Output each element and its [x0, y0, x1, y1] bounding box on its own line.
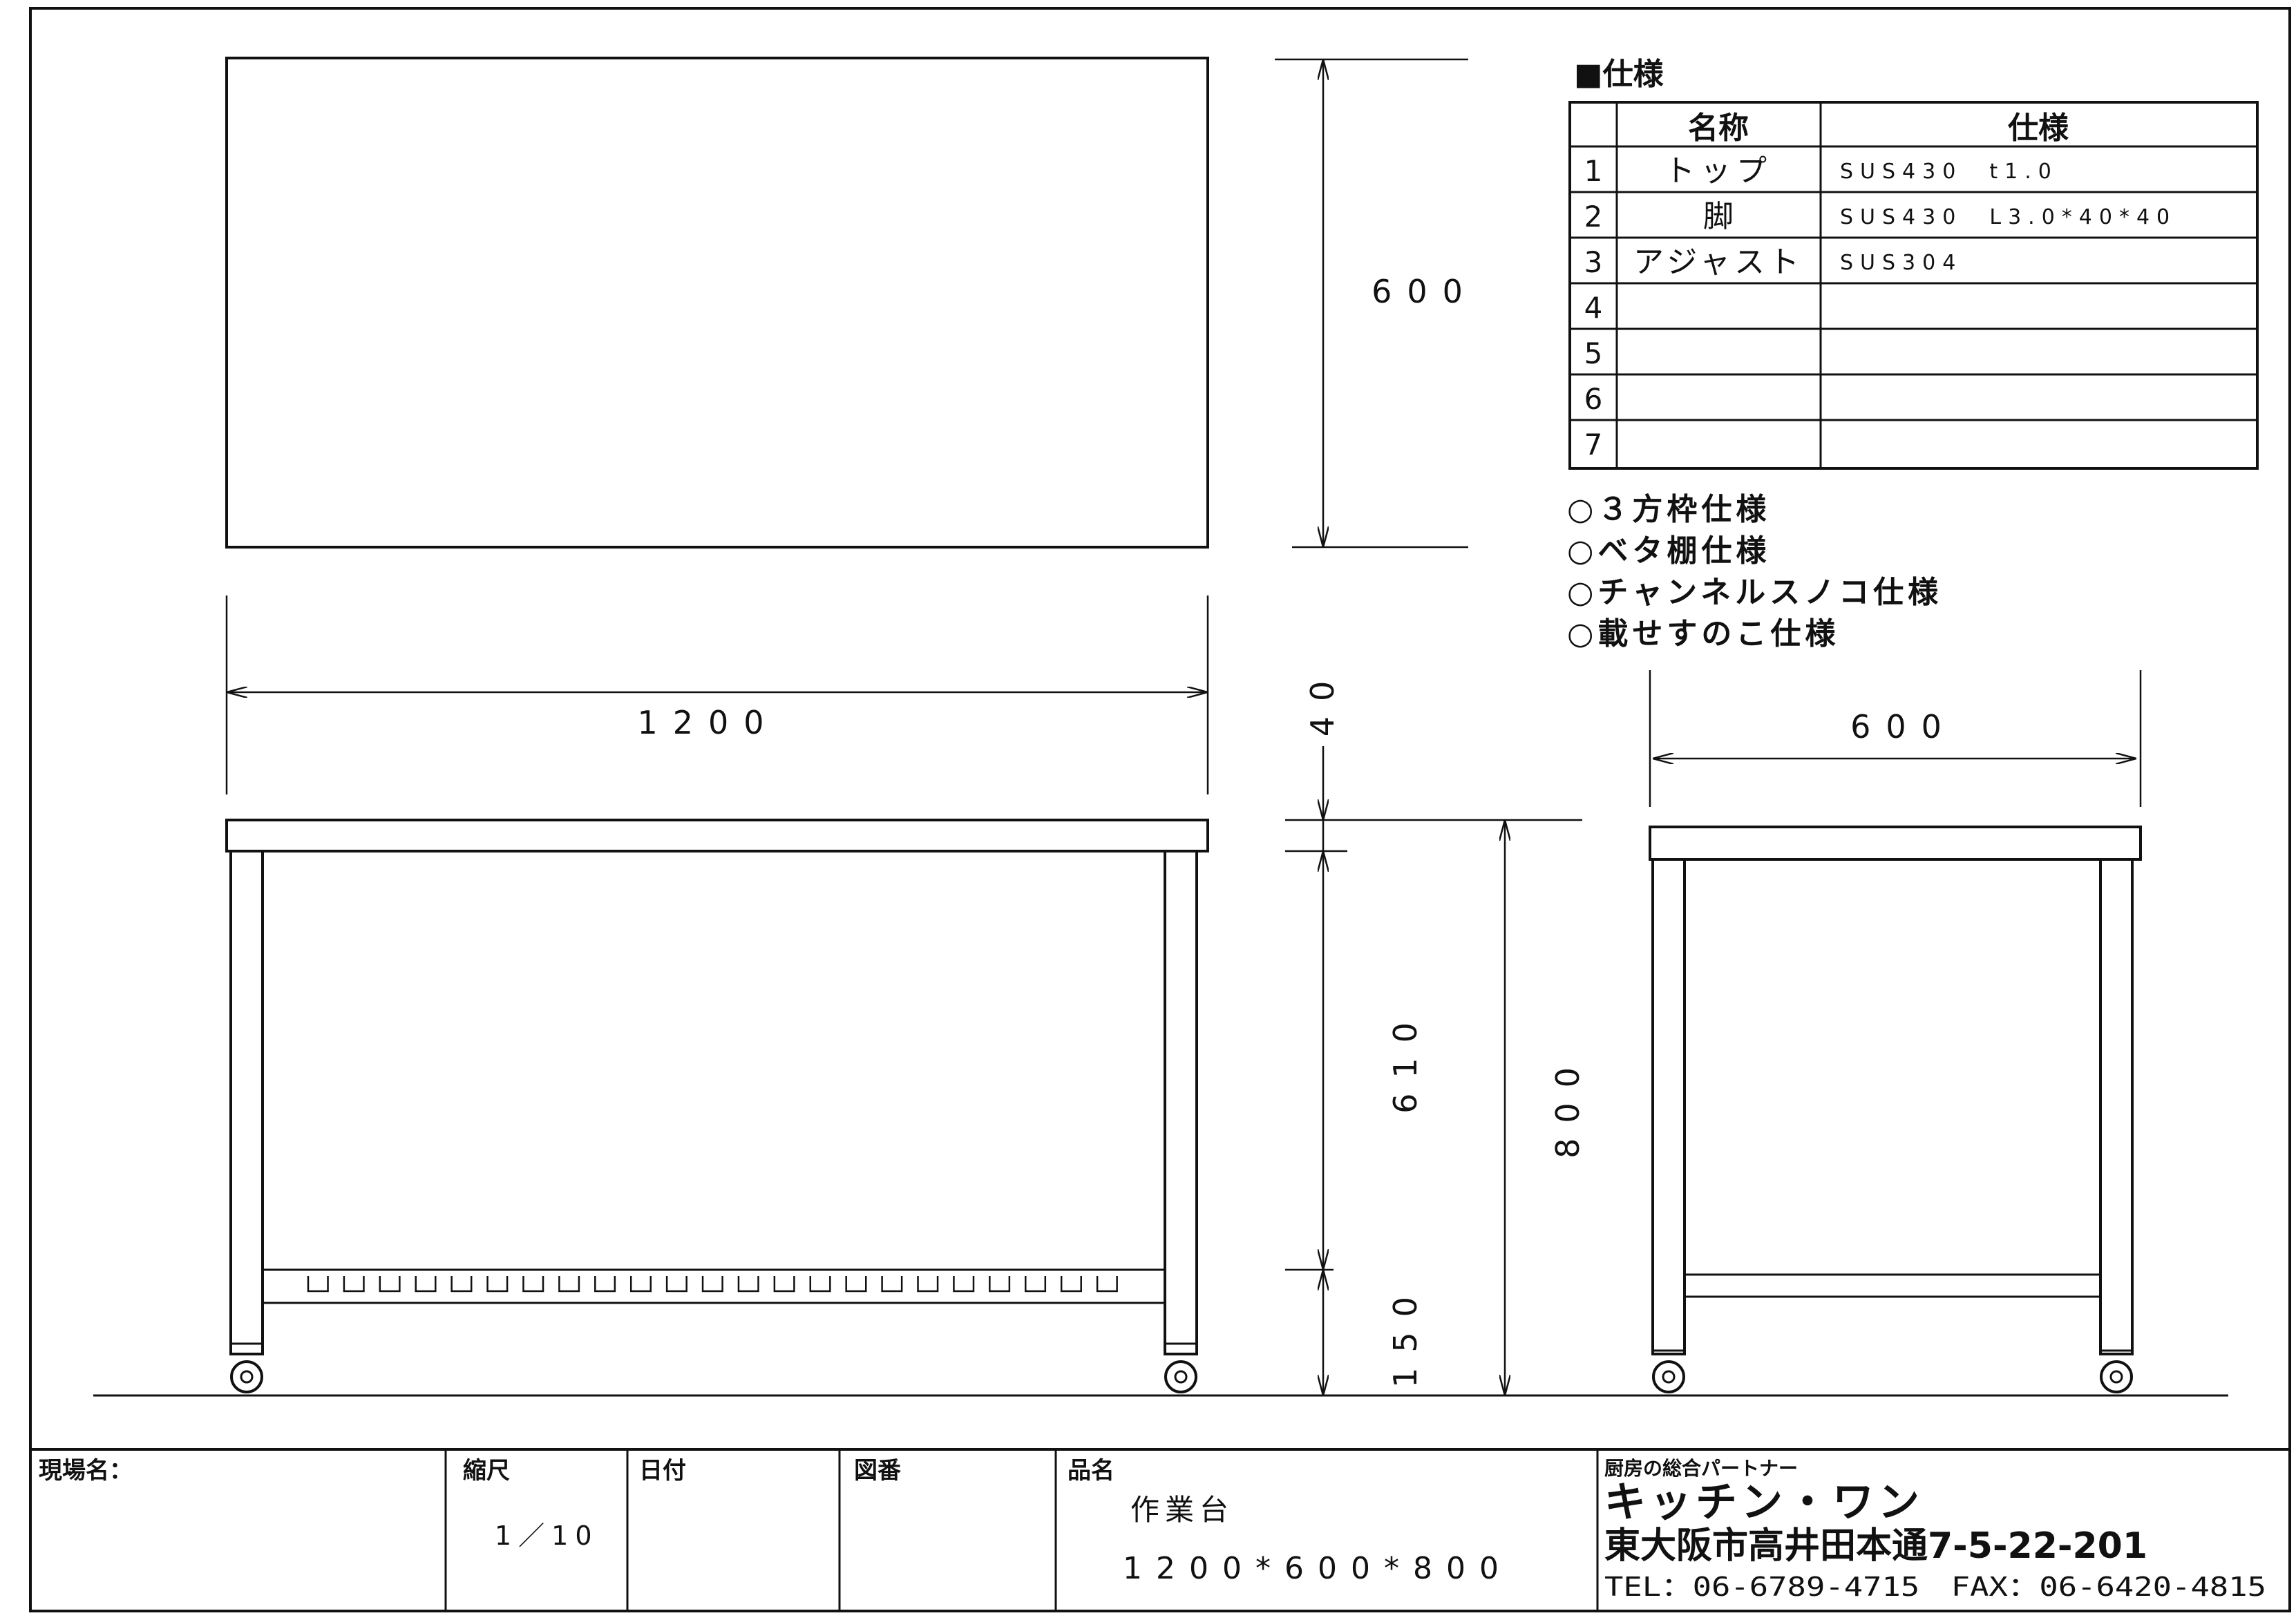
title-block [30, 1448, 2290, 1611]
front-tabletop [225, 819, 1209, 852]
spec-row-name: トップ [1664, 153, 1772, 189]
spec-row-no: 7 [1584, 428, 1603, 461]
dim-vertical-chain [1285, 746, 1582, 1395]
spec-row-name: 脚 [1703, 199, 1734, 234]
dim-side-depth-label: 600 [1850, 708, 1957, 745]
spec-row-no: 1 [1584, 154, 1603, 188]
product-name: 作業台 [1130, 1493, 1234, 1527]
drawing-number-label: 図番 [854, 1457, 902, 1485]
spec-table [1568, 101, 2259, 470]
shelf-slat [1025, 1276, 1047, 1293]
spec-row-no: 4 [1584, 291, 1603, 325]
shelf-slat [486, 1276, 509, 1293]
option-item: ○載せすのこ仕様 [1567, 616, 1839, 651]
shelf-slat [307, 1276, 329, 1293]
caster-side-right [2100, 1360, 2133, 1393]
front-leg-right [1164, 850, 1198, 1355]
spec-row-no: 5 [1584, 336, 1603, 370]
dim-top-depth-label: 600 [1372, 273, 1478, 310]
shelf-slat [379, 1276, 401, 1293]
page-border [29, 7, 2291, 1612]
shelf-slat [809, 1276, 831, 1293]
shelf-slat [629, 1276, 652, 1293]
spec-col-spec-header: 仕様 [2008, 111, 2069, 146]
shelf-slats [307, 1276, 1118, 1293]
spec-col-name-header: 名称 [1688, 111, 1749, 146]
side-shelf [1683, 1273, 2102, 1298]
shelf-slat [415, 1276, 437, 1293]
spec-heading: ■仕様 [1574, 57, 1664, 92]
dim-top-depth [1275, 58, 1468, 549]
shelf-slat [665, 1276, 687, 1293]
shelf-slat [343, 1276, 365, 1293]
spec-row: 4 [1584, 291, 1603, 325]
front-leg-left [229, 850, 264, 1355]
dim-side-depth [1649, 670, 2142, 807]
shelf-slat [989, 1276, 1011, 1293]
shelf-slat [737, 1276, 759, 1293]
side-leg-left [1651, 858, 1686, 1355]
spec-row: 1 トップ SUS430 t1.0 [1584, 153, 2058, 189]
product-size: 1200*600*800 [1123, 1551, 1512, 1586]
dim-total-height-label: 800 [1549, 1052, 1586, 1159]
company-name: キッチン・ワン [1604, 1478, 1924, 1527]
spec-row-name: アジャスト [1633, 245, 1803, 280]
side-leg-right [2099, 858, 2134, 1355]
scale-value: 1／10 [495, 1521, 599, 1551]
front-shelf [261, 1268, 1166, 1304]
option-item: ○３方枠仕様 [1567, 492, 1770, 527]
shelf-slat [1096, 1276, 1118, 1293]
shelf-slat [881, 1276, 903, 1293]
company-tagline: 厨房の総合パートナー [1604, 1457, 1798, 1480]
shelf-slat [845, 1276, 867, 1293]
spec-row-no: 3 [1584, 245, 1603, 279]
spec-row: 5 [1584, 336, 1603, 370]
dim-width [225, 595, 1209, 794]
shelf-slat [1060, 1276, 1082, 1293]
shelf-slat [450, 1276, 473, 1293]
spec-row: 7 [1584, 428, 1603, 461]
spec-row: 6 [1584, 382, 1603, 416]
front-view [225, 819, 1209, 1393]
dim-leg-mid-label: 610 [1387, 1007, 1424, 1114]
side-tabletop [1649, 826, 2142, 861]
spec-row-spec: SUS430 t1.0 [1840, 160, 2058, 184]
caster-side-left [1652, 1360, 1685, 1393]
dim-leg-bottom-label: 150 [1387, 1281, 1424, 1388]
caster-front-left [230, 1360, 263, 1393]
spec-row-spec: SUS304 [1840, 251, 1962, 275]
date-label: 日付 [639, 1457, 686, 1485]
dim-top-thickness-label: 40 [1304, 666, 1341, 737]
spec-row: 3 アジャスト SUS304 [1584, 245, 1962, 280]
option-item: ○チャンネルスノコ仕様 [1567, 575, 1942, 610]
top-view-outline [225, 57, 1209, 549]
shelf-slat [917, 1276, 939, 1293]
product-label: 品名 [1068, 1457, 1114, 1485]
spec-row-no: 6 [1584, 382, 1603, 416]
dim-width-label: 1200 [637, 704, 779, 741]
shelf-slat [773, 1276, 795, 1293]
scale-label: 縮尺 [463, 1457, 510, 1485]
spec-row-no: 2 [1584, 200, 1603, 234]
spec-row-spec: SUS430 L3.0*40*40 [1840, 205, 2176, 229]
shelf-slat [701, 1276, 723, 1293]
shelf-slat [953, 1276, 975, 1293]
company-address: 東大阪市高井田本通7-5-22-201 [1604, 1525, 2147, 1567]
shelf-slat [558, 1276, 580, 1293]
caster-front-right [1164, 1360, 1197, 1393]
shelf-slat [594, 1276, 616, 1293]
site-name-label: 現場名： [39, 1457, 133, 1485]
spec-row: 2 脚 SUS430 L3.0*40*40 [1584, 199, 2176, 234]
option-item: ○ベタ棚仕様 [1567, 533, 1770, 569]
side-view [1649, 826, 2142, 1393]
shelf-slat [522, 1276, 544, 1293]
company-contact: TEL：06-6789-4715 FAX：06-6420-4815 [1604, 1572, 2266, 1602]
